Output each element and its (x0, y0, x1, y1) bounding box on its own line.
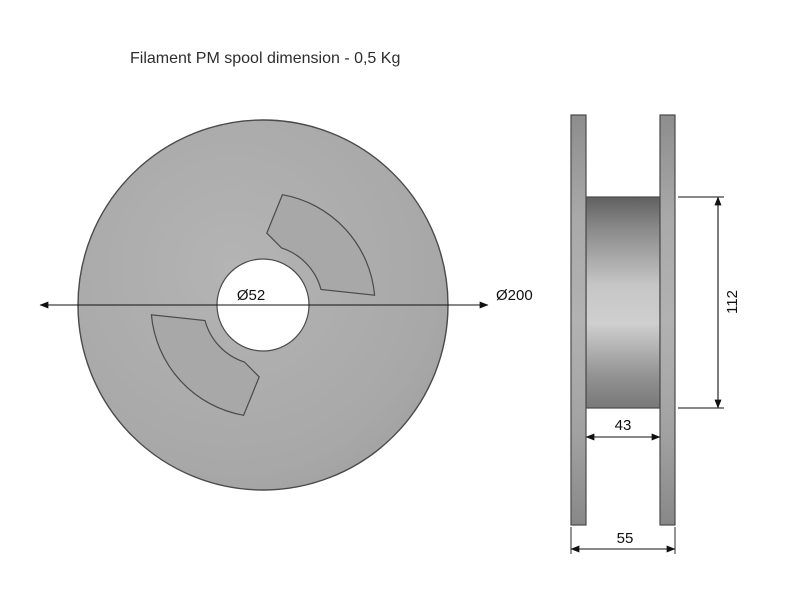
front-view: Ø52 Ø200 (39, 119, 533, 491)
spool-flange-left (570, 114, 587, 526)
spool-cutout-upper (266, 194, 376, 296)
drawing-title: Filament PM spool dimension - 0,5 Kg (130, 50, 400, 67)
spool-barrel (585, 196, 661, 409)
barrel-height-label: 112 (724, 290, 741, 314)
outer-diameter-label: Ø200 (496, 287, 533, 304)
spool-cutout-lower (150, 314, 260, 416)
outer-width-label: 55 (617, 530, 634, 547)
inner-width-label: 43 (615, 417, 632, 434)
spool-flange-right (659, 114, 676, 526)
hub-diameter-label: Ø52 (237, 287, 265, 304)
side-view: 112 43 55 (570, 114, 741, 554)
